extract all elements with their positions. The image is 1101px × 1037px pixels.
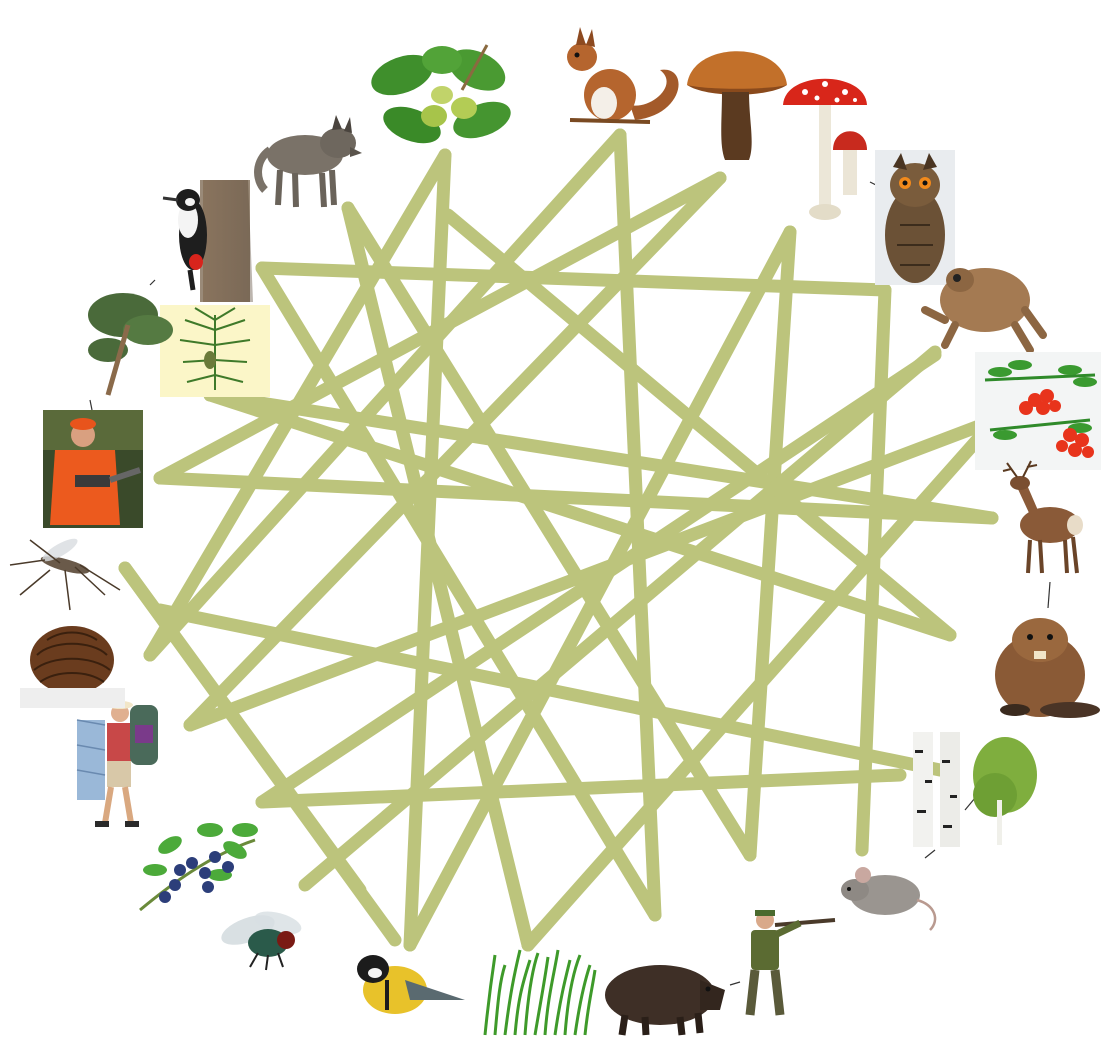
squirrel-icon: [567, 27, 679, 122]
grass-icon: [485, 950, 595, 1035]
hiker-icon: [77, 701, 158, 827]
oak-acorn-icon: [366, 41, 516, 150]
connector-tick: [925, 850, 935, 858]
titmouse-bird-icon: [357, 955, 465, 1014]
wild-boar-icon: [605, 965, 725, 1035]
connector-tick: [730, 982, 740, 985]
blueberry-icon: [140, 823, 258, 910]
wolf-icon: [258, 115, 362, 207]
connector-tick: [965, 798, 975, 810]
connector-tick: [1048, 582, 1050, 608]
bolete-mushroom-icon: [687, 51, 787, 160]
pine-cone-icon: [20, 626, 125, 708]
beaver-icon: [995, 618, 1100, 718]
fly-icon: [218, 907, 304, 970]
fly-agaric-mushroom-icon: [783, 79, 867, 220]
mosquito-icon: [10, 535, 120, 610]
woodpecker-icon: [163, 180, 253, 302]
web-line: [750, 232, 790, 855]
mouse-icon: [841, 867, 935, 930]
connector-tick: [150, 280, 155, 285]
rowan-berries-icon: [975, 352, 1101, 470]
lumberjack-icon: [43, 410, 143, 528]
deer-icon: [1003, 461, 1083, 573]
owl-icon: [875, 150, 955, 285]
pine-branch-icon: [160, 305, 270, 397]
birch-tree-icon: [913, 732, 1037, 847]
web-lines: [125, 135, 995, 945]
connector-tick: [90, 400, 92, 410]
hunter-icon: [750, 910, 835, 1015]
